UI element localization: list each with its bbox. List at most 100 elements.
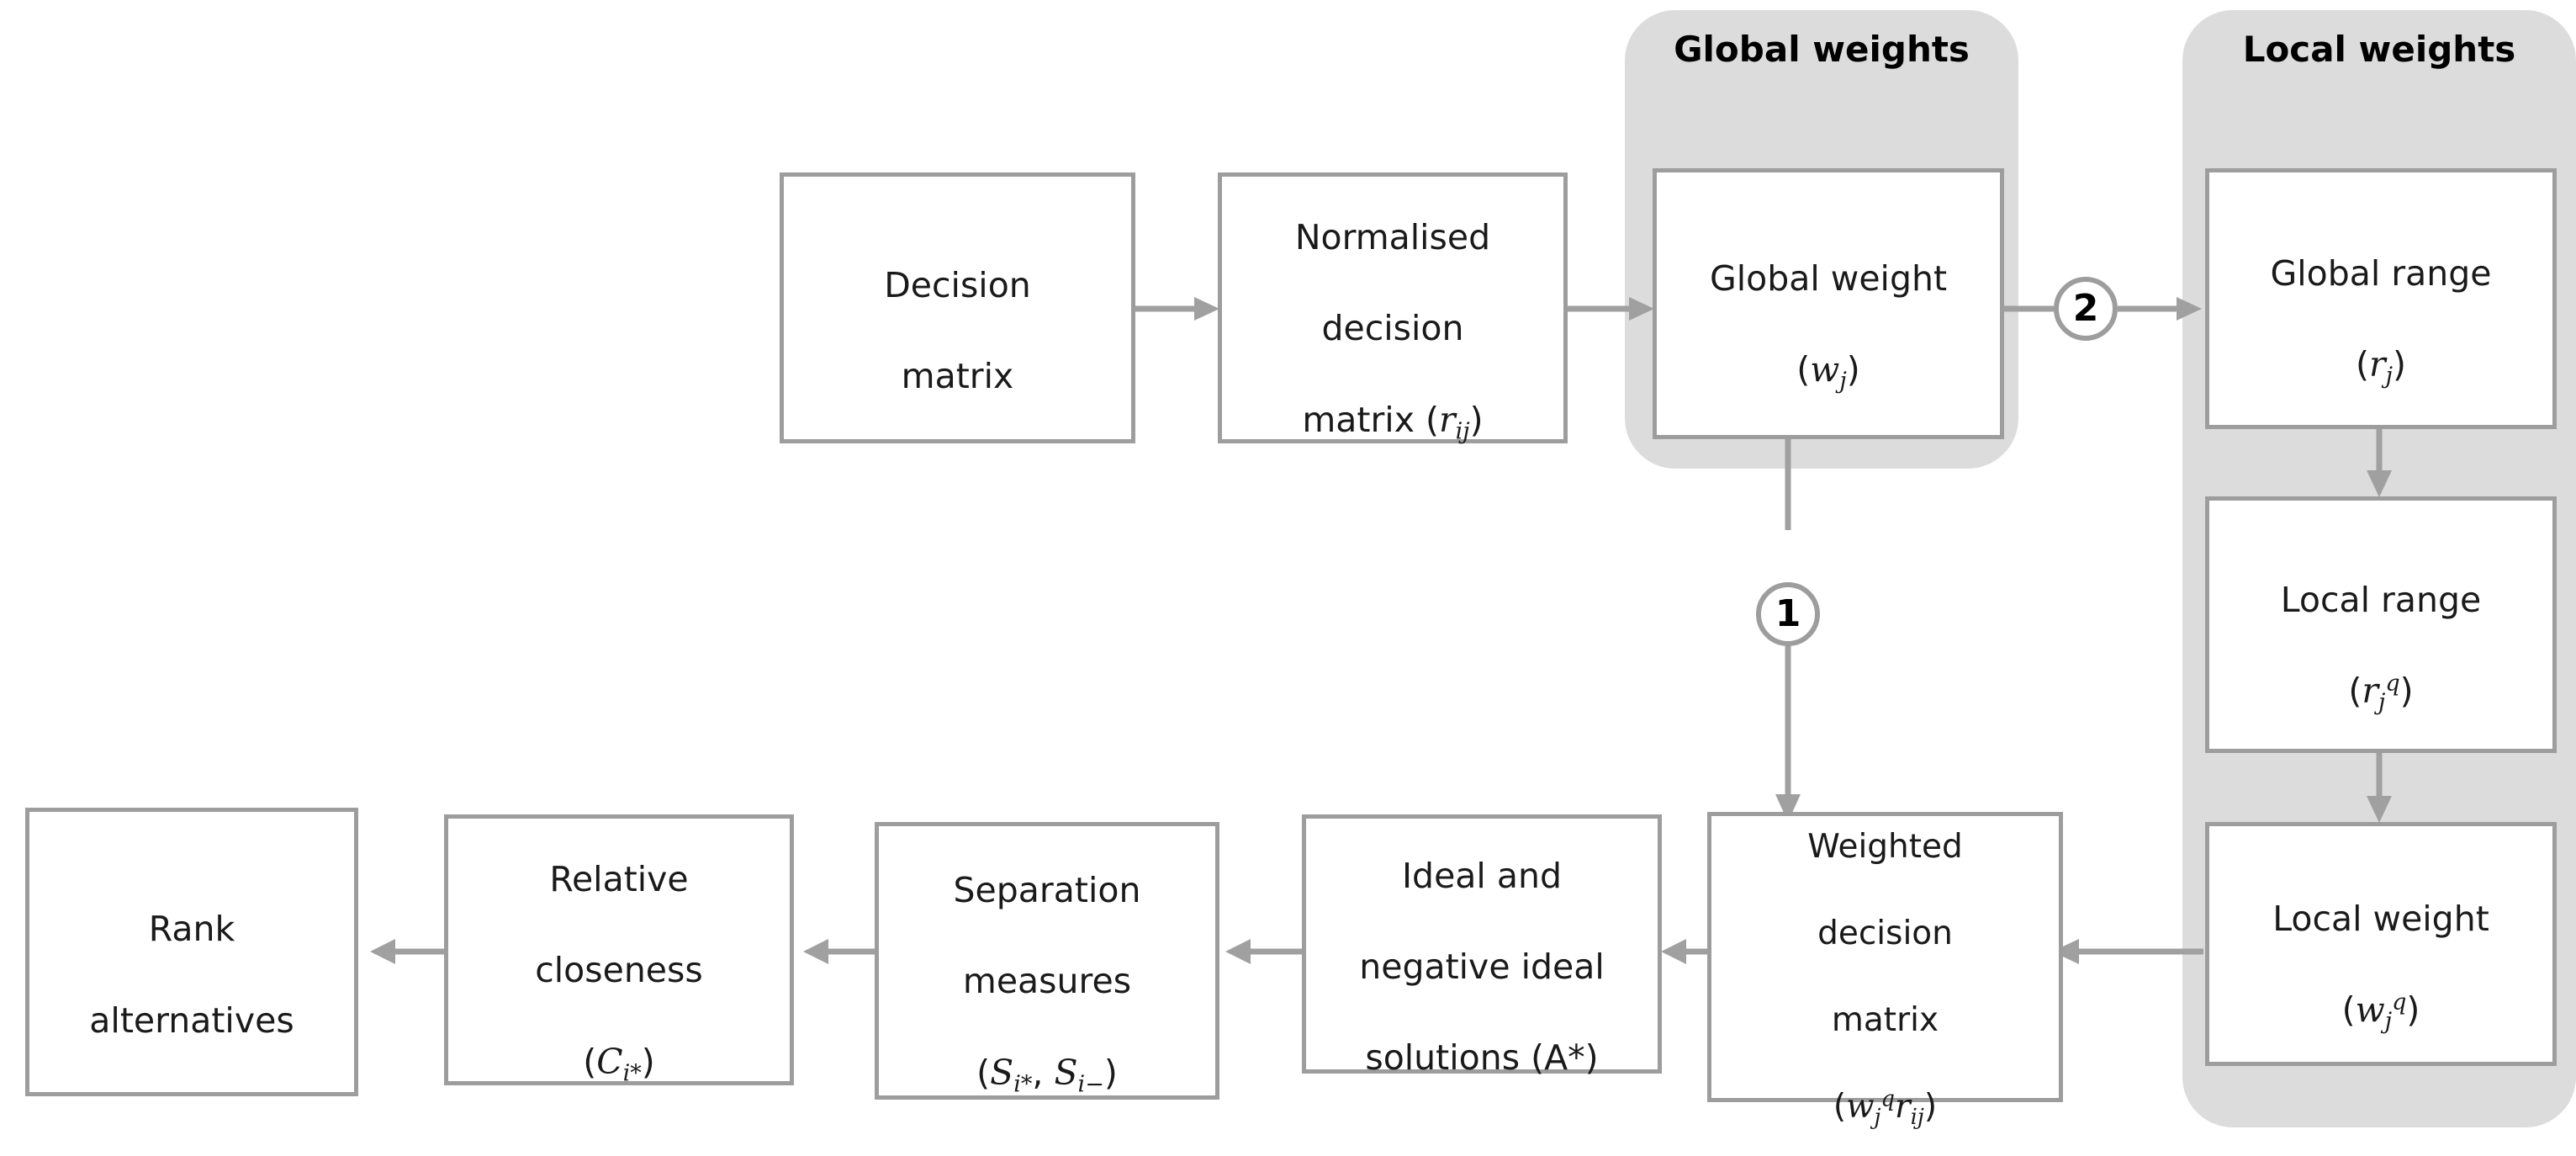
edge-decision-to-normalised: [1135, 292, 1219, 326]
local-weight-line1: Local weight: [2272, 899, 2489, 940]
node-weighted-matrix[interactable]: Weighted decision matrix (wjqrij): [1707, 812, 2063, 1130]
node-label-ideal-solutions: Ideal and negative ideal solutions (A*): [1352, 808, 1611, 1081]
local-range-sup-q: q: [2385, 670, 2400, 697]
rank-alternatives-line2: alternatives: [89, 1000, 294, 1041]
node-rank-alternatives[interactable]: Rank alternatives: [25, 808, 358, 1096]
edge-ideal-to-separation: [1225, 935, 1303, 968]
global-range-var-r: r: [2368, 344, 2386, 385]
local-weight-sub-j: j: [2384, 1009, 2393, 1036]
node-label-local-weight: Local weight (wjq): [2266, 851, 2496, 1037]
global-weight-paren-close: ): [1846, 349, 1860, 390]
edge-local-range-to-local-weight: [2362, 750, 2396, 823]
node-decision-matrix[interactable]: Decision matrix: [780, 172, 1135, 443]
local-range-paren-close: ): [2399, 670, 2414, 711]
node-label-normalised-matrix: Normalised decision matrix (rij): [1288, 169, 1497, 447]
weighted-matrix-line3: matrix: [1831, 1000, 1939, 1039]
edge-global-weight-to-badge1: [1771, 429, 1805, 530]
step-badge-1-label: 1: [1775, 592, 1801, 635]
node-label-rank-alternatives: Rank alternatives: [82, 861, 300, 1042]
decision-matrix-line2: matrix: [901, 356, 1014, 397]
node-relative-closeness[interactable]: Relative closeness (Ci*): [444, 814, 794, 1086]
local-weight-var-w: w: [2355, 989, 2385, 1031]
group-label-global-weights: Global weights: [1674, 29, 1970, 70]
weighted-matrix-paren-close: ): [1923, 1087, 1938, 1126]
local-weight-paren-close: ): [2406, 989, 2420, 1031]
edge-local-weight-to-weighted-matrix: [2052, 935, 2203, 968]
node-label-separation-measures: Separation measures (Si*, Si−): [947, 822, 1148, 1100]
normalised-matrix-line3-post: ): [1469, 399, 1484, 440]
relative-closeness-line2: closeness: [535, 950, 703, 991]
weighted-matrix-sub-ij: ij: [1910, 1104, 1924, 1130]
node-local-weight[interactable]: Local weight (wjq): [2205, 822, 2557, 1066]
weighted-matrix-paren-open: (: [1833, 1087, 1847, 1126]
ideal-solutions-line2: negative ideal: [1359, 947, 1605, 987]
separation-measures-comma: ,: [1032, 1052, 1055, 1093]
global-weight-sub-j: j: [1839, 369, 1847, 395]
global-range-paren-close: ): [2392, 344, 2406, 385]
global-weight-line1: Global weight: [1709, 258, 1948, 300]
separation-measures-line2: measures: [962, 961, 1132, 1002]
node-label-global-weight: Global weight (wj): [1703, 210, 1954, 397]
edge-badge2-to-global-range: [2118, 292, 2202, 326]
step-badge-2-label: 2: [2072, 287, 2099, 330]
edge-separation-to-closeness: [803, 935, 881, 968]
local-range-paren-open: (: [2348, 670, 2362, 711]
weighted-matrix-line1: Weighted: [1807, 827, 1963, 866]
ideal-solutions-line3: solutions (A*): [1365, 1037, 1599, 1079]
node-label-relative-closeness: Relative closeness (Ci*): [528, 811, 710, 1089]
weighted-matrix-var-r: r: [1894, 1087, 1911, 1126]
local-range-line1: Local range: [2280, 579, 2482, 620]
weighted-matrix-var-w: w: [1846, 1087, 1875, 1126]
separation-measures-var-s1: S: [990, 1052, 1014, 1093]
decision-matrix-line1: Decision: [884, 264, 1031, 305]
edge-badge1-to-weighted-matrix: [1771, 641, 1805, 822]
local-weight-sup-q: q: [2392, 989, 2407, 1016]
global-range-line1: Global range: [2270, 253, 2492, 294]
node-normalised-matrix[interactable]: Normalised decision matrix (rij): [1218, 172, 1568, 444]
relative-closeness-paren-close: ): [641, 1041, 655, 1082]
normalised-matrix-var-r: r: [1439, 399, 1456, 440]
normalised-matrix-line2: decision: [1321, 308, 1464, 349]
step-badge-1[interactable]: 1: [1756, 582, 1820, 646]
separation-measures-paren-open: (: [976, 1052, 991, 1093]
ideal-solutions-line1: Ideal and: [1401, 855, 1562, 896]
weighted-matrix-sub-j: j: [1874, 1104, 1881, 1130]
separation-measures-paren-close: ): [1103, 1052, 1118, 1093]
node-separation-measures[interactable]: Separation measures (Si*, Si−): [875, 822, 1219, 1100]
separation-measures-var-s2: S: [1054, 1052, 1078, 1093]
node-label-decision-matrix: Decision matrix: [877, 217, 1038, 399]
normalised-matrix-line1: Normalised: [1294, 217, 1491, 258]
normalised-matrix-line3-pre: matrix (: [1302, 399, 1439, 440]
separation-measures-sub-iminus: i−: [1077, 1071, 1104, 1098]
node-local-range[interactable]: Local range (rjq): [2205, 496, 2557, 753]
edge-normalised-to-global-weight: [1566, 292, 1654, 326]
node-ideal-solutions[interactable]: Ideal and negative ideal solutions (A*): [1302, 814, 1662, 1078]
edge-global-range-to-local-range: [2362, 425, 2396, 497]
node-label-local-range: Local range (rjq): [2274, 532, 2489, 719]
relative-closeness-sub-istar: i*: [622, 1060, 642, 1087]
separation-measures-sub-istar: i*: [1013, 1071, 1033, 1098]
edge-global-weight-to-badge2: [2002, 292, 2054, 326]
separation-measures-line1: Separation: [953, 870, 1141, 911]
local-range-var-r: r: [2362, 670, 2378, 711]
node-global-range[interactable]: Global range (rj): [2205, 168, 2557, 429]
step-badge-2[interactable]: 2: [2054, 277, 2118, 341]
node-label-global-range: Global range (rj): [2263, 205, 2498, 392]
group-label-local-weights: Local weights: [2242, 29, 2516, 70]
weighted-matrix-sup-q: q: [1880, 1086, 1895, 1112]
global-weight-var-w: w: [1810, 349, 1840, 390]
relative-closeness-line1: Relative: [549, 859, 689, 900]
edge-closeness-to-rank: [370, 935, 450, 968]
node-label-weighted-matrix: Weighted decision matrix (wjqrij): [1801, 782, 1970, 1132]
node-global-weight[interactable]: Global weight (wj): [1653, 168, 2004, 439]
normalised-matrix-sub-ij: ij: [1455, 418, 1470, 445]
local-range-sub-j: j: [2378, 689, 2386, 716]
relative-closeness-paren-open: (: [583, 1041, 597, 1082]
weighted-matrix-line2: decision: [1817, 914, 1953, 952]
relative-closeness-var-c: C: [596, 1041, 623, 1082]
local-weight-paren-open: (: [2341, 989, 2356, 1031]
rank-alternatives-line1: Rank: [148, 909, 235, 950]
global-range-paren-open: (: [2355, 344, 2369, 385]
global-range-sub-j: j: [2385, 363, 2393, 390]
